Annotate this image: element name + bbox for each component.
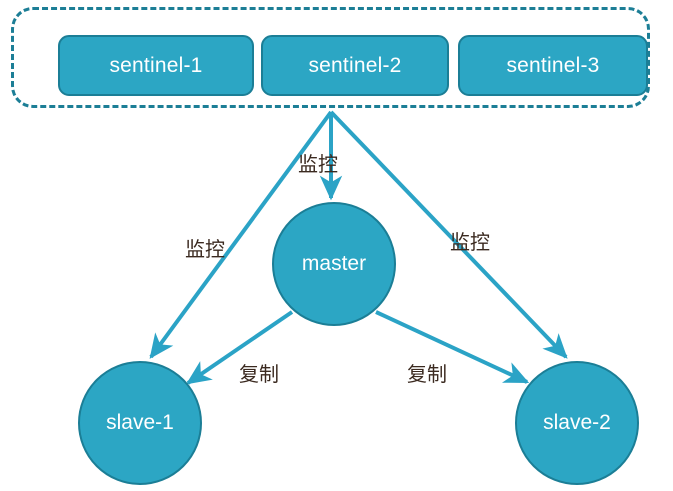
edge-label-replicate-slave-1: 复制	[239, 362, 279, 386]
slave-1-node-label: slave-1	[106, 411, 174, 434]
sentinel-node-1-label: sentinel-1	[109, 53, 203, 77]
sentinel-node-1[interactable]: sentinel-1	[58, 35, 254, 96]
sentinel-cluster-group: sentinel-1 sentinel-2 sentinel-3	[11, 7, 650, 108]
slave-2-node-label: slave-2	[543, 411, 611, 434]
slave-2-node[interactable]: slave-2	[515, 361, 639, 485]
sentinel-node-2-label: sentinel-2	[308, 53, 402, 77]
master-node-label: master	[301, 252, 367, 275]
edge-label-monitor-slave-2: 监控	[450, 230, 490, 254]
edge-monitor-slave-2	[329, 110, 568, 359]
sentinel-node-2[interactable]: sentinel-2	[261, 35, 449, 96]
edge-label-replicate-slave-2: 复制	[407, 362, 447, 386]
sentinel-node-3[interactable]: sentinel-3	[458, 35, 648, 96]
edge-replicate-slave-2	[375, 310, 530, 384]
sentinel-node-3-label: sentinel-3	[506, 53, 600, 77]
edge-label-monitor-slave-1: 监控	[185, 237, 225, 261]
slave-1-node[interactable]: slave-1	[78, 361, 202, 485]
edge-monitor-slave-1	[149, 110, 333, 359]
master-node[interactable]: master	[272, 202, 396, 326]
edge-label-monitor-master: 监控	[298, 152, 338, 176]
edge-replicate-slave-1	[186, 310, 294, 385]
